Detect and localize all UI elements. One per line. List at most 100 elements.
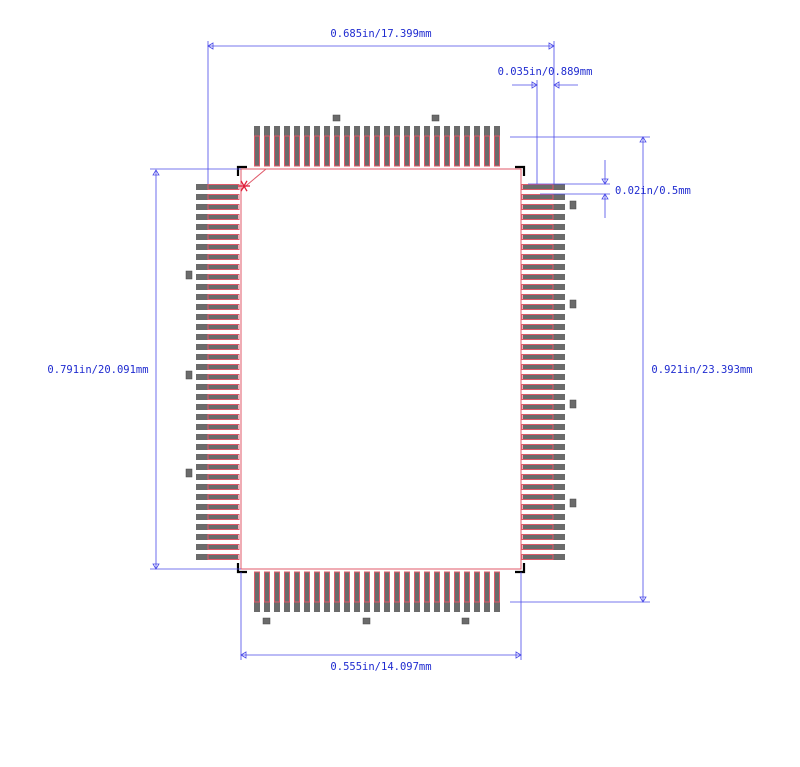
top-pin-land — [274, 135, 280, 167]
top-pin-land — [464, 135, 470, 167]
top-pin-land — [284, 135, 290, 167]
bottom-marker — [461, 617, 470, 625]
pitch-arrow-top — [601, 178, 609, 185]
bottom-pin — [464, 572, 470, 612]
left-pin-land — [207, 344, 240, 350]
right-pin — [523, 334, 565, 340]
bottom-pin — [404, 572, 410, 612]
right-pin-land — [521, 194, 554, 200]
right-pin — [523, 524, 565, 530]
top-pin — [334, 126, 340, 166]
left-pin — [196, 184, 238, 190]
right-pin-land — [521, 204, 554, 210]
left-pin-land — [207, 234, 240, 240]
right-pin-land — [521, 364, 554, 370]
right-pin-land — [521, 334, 554, 340]
overall-width-arrow-left — [207, 42, 214, 50]
left-pin-land — [207, 214, 240, 220]
bottom-pin — [474, 572, 480, 612]
top-pin — [494, 126, 500, 166]
right-pin-land — [521, 264, 554, 270]
right-pin — [523, 484, 565, 490]
left-pin-land — [207, 464, 240, 470]
left-pin — [196, 214, 238, 220]
top-pin-land — [354, 135, 360, 167]
left-pin — [196, 334, 238, 340]
right-pin-land — [521, 314, 554, 320]
pad-width-arrow-left — [531, 81, 538, 89]
right-pin — [523, 504, 565, 510]
left-pin-land — [207, 254, 240, 260]
body-width-label: 0.555in/14.097mm — [330, 661, 431, 673]
left-pin — [196, 444, 238, 450]
bottom-pin-land — [294, 571, 300, 603]
right-pin-land — [521, 444, 554, 450]
bottom-pin-land — [464, 571, 470, 603]
right-pin-land — [521, 374, 554, 380]
left-pin-land — [207, 554, 240, 560]
top-pin — [324, 126, 330, 166]
asterisk-stroke — [240, 180, 248, 192]
corner-mark-bottom-right — [515, 563, 526, 574]
right-pin-land — [521, 244, 554, 250]
top-pin — [404, 126, 410, 166]
right-pin — [523, 254, 565, 260]
right-pin — [523, 454, 565, 460]
right-pin-land — [521, 454, 554, 460]
right-pin — [523, 274, 565, 280]
bottom-pin-land — [474, 571, 480, 603]
left-pin — [196, 414, 238, 420]
top-pin-land — [334, 135, 340, 167]
right-pin — [523, 314, 565, 320]
top-pin — [434, 126, 440, 166]
right-pin — [523, 374, 565, 380]
bottom-pin-land — [364, 571, 370, 603]
right-pin-land — [521, 214, 554, 220]
right-pin — [523, 384, 565, 390]
right-pin-land — [521, 514, 554, 520]
left-pin — [196, 454, 238, 460]
bottom-pin-land — [304, 571, 310, 603]
top-pin — [354, 126, 360, 166]
bottom-pin — [424, 572, 430, 612]
right-pin — [523, 364, 565, 370]
bottom-pin — [394, 572, 400, 612]
right-pin-land — [521, 284, 554, 290]
overall-height-label: 0.921in/23.393mm — [651, 364, 752, 376]
left-pin-land — [207, 444, 240, 450]
left-pin-land — [207, 404, 240, 410]
right-pin-land — [521, 504, 554, 510]
bottom-pin — [334, 572, 340, 612]
right-pin-land — [521, 414, 554, 420]
top-pin — [264, 126, 270, 166]
top-pin-land — [264, 135, 270, 167]
bottom-pin — [324, 572, 330, 612]
left-pin — [196, 384, 238, 390]
bottom-pin-land — [314, 571, 320, 603]
right-pin — [523, 474, 565, 480]
right-pin — [523, 464, 565, 470]
top-pin — [414, 126, 420, 166]
top-pin — [384, 126, 390, 166]
right-pin-land — [521, 304, 554, 310]
left-pin-land — [207, 474, 240, 480]
left-pin-land — [207, 224, 240, 230]
right-pin — [523, 264, 565, 270]
right-pin — [523, 204, 565, 210]
left-pin-land — [207, 334, 240, 340]
left-pin — [196, 404, 238, 410]
right-pin — [523, 294, 565, 300]
bottom-pin-land — [424, 571, 430, 603]
bottom-pin-land — [444, 571, 450, 603]
top-pin-land — [364, 135, 370, 167]
right-pin-land — [521, 224, 554, 230]
bottom-pin-land — [394, 571, 400, 603]
bottom-pin-land — [324, 571, 330, 603]
left-pin-land — [207, 284, 240, 290]
right-pin-land — [521, 544, 554, 550]
bottom-pin-land — [454, 571, 460, 603]
top-pin — [424, 126, 430, 166]
right-pin — [523, 224, 565, 230]
left-pin — [196, 304, 238, 310]
left-pin — [196, 274, 238, 280]
